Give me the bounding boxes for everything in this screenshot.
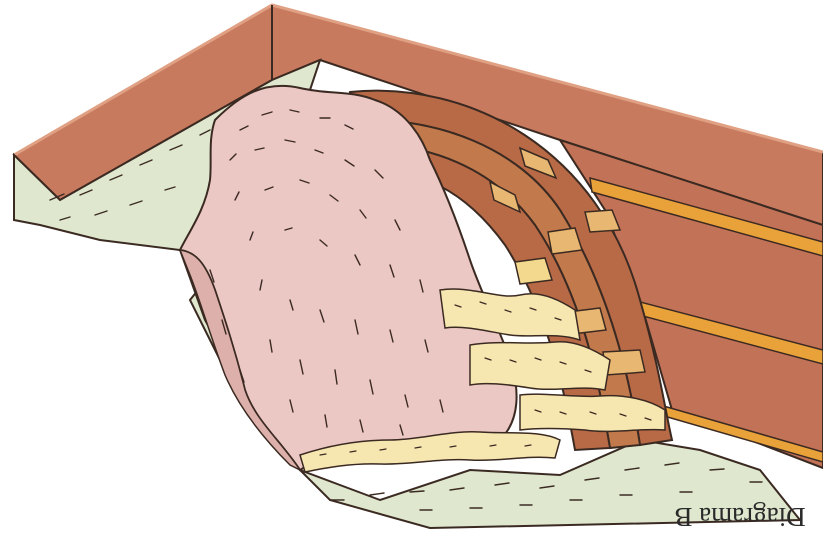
arch-block-5 [515, 258, 552, 284]
arch-block-3 [548, 228, 582, 254]
diagram-caption: Diagrama B [660, 500, 820, 534]
sediment-layer-middle [470, 342, 610, 390]
